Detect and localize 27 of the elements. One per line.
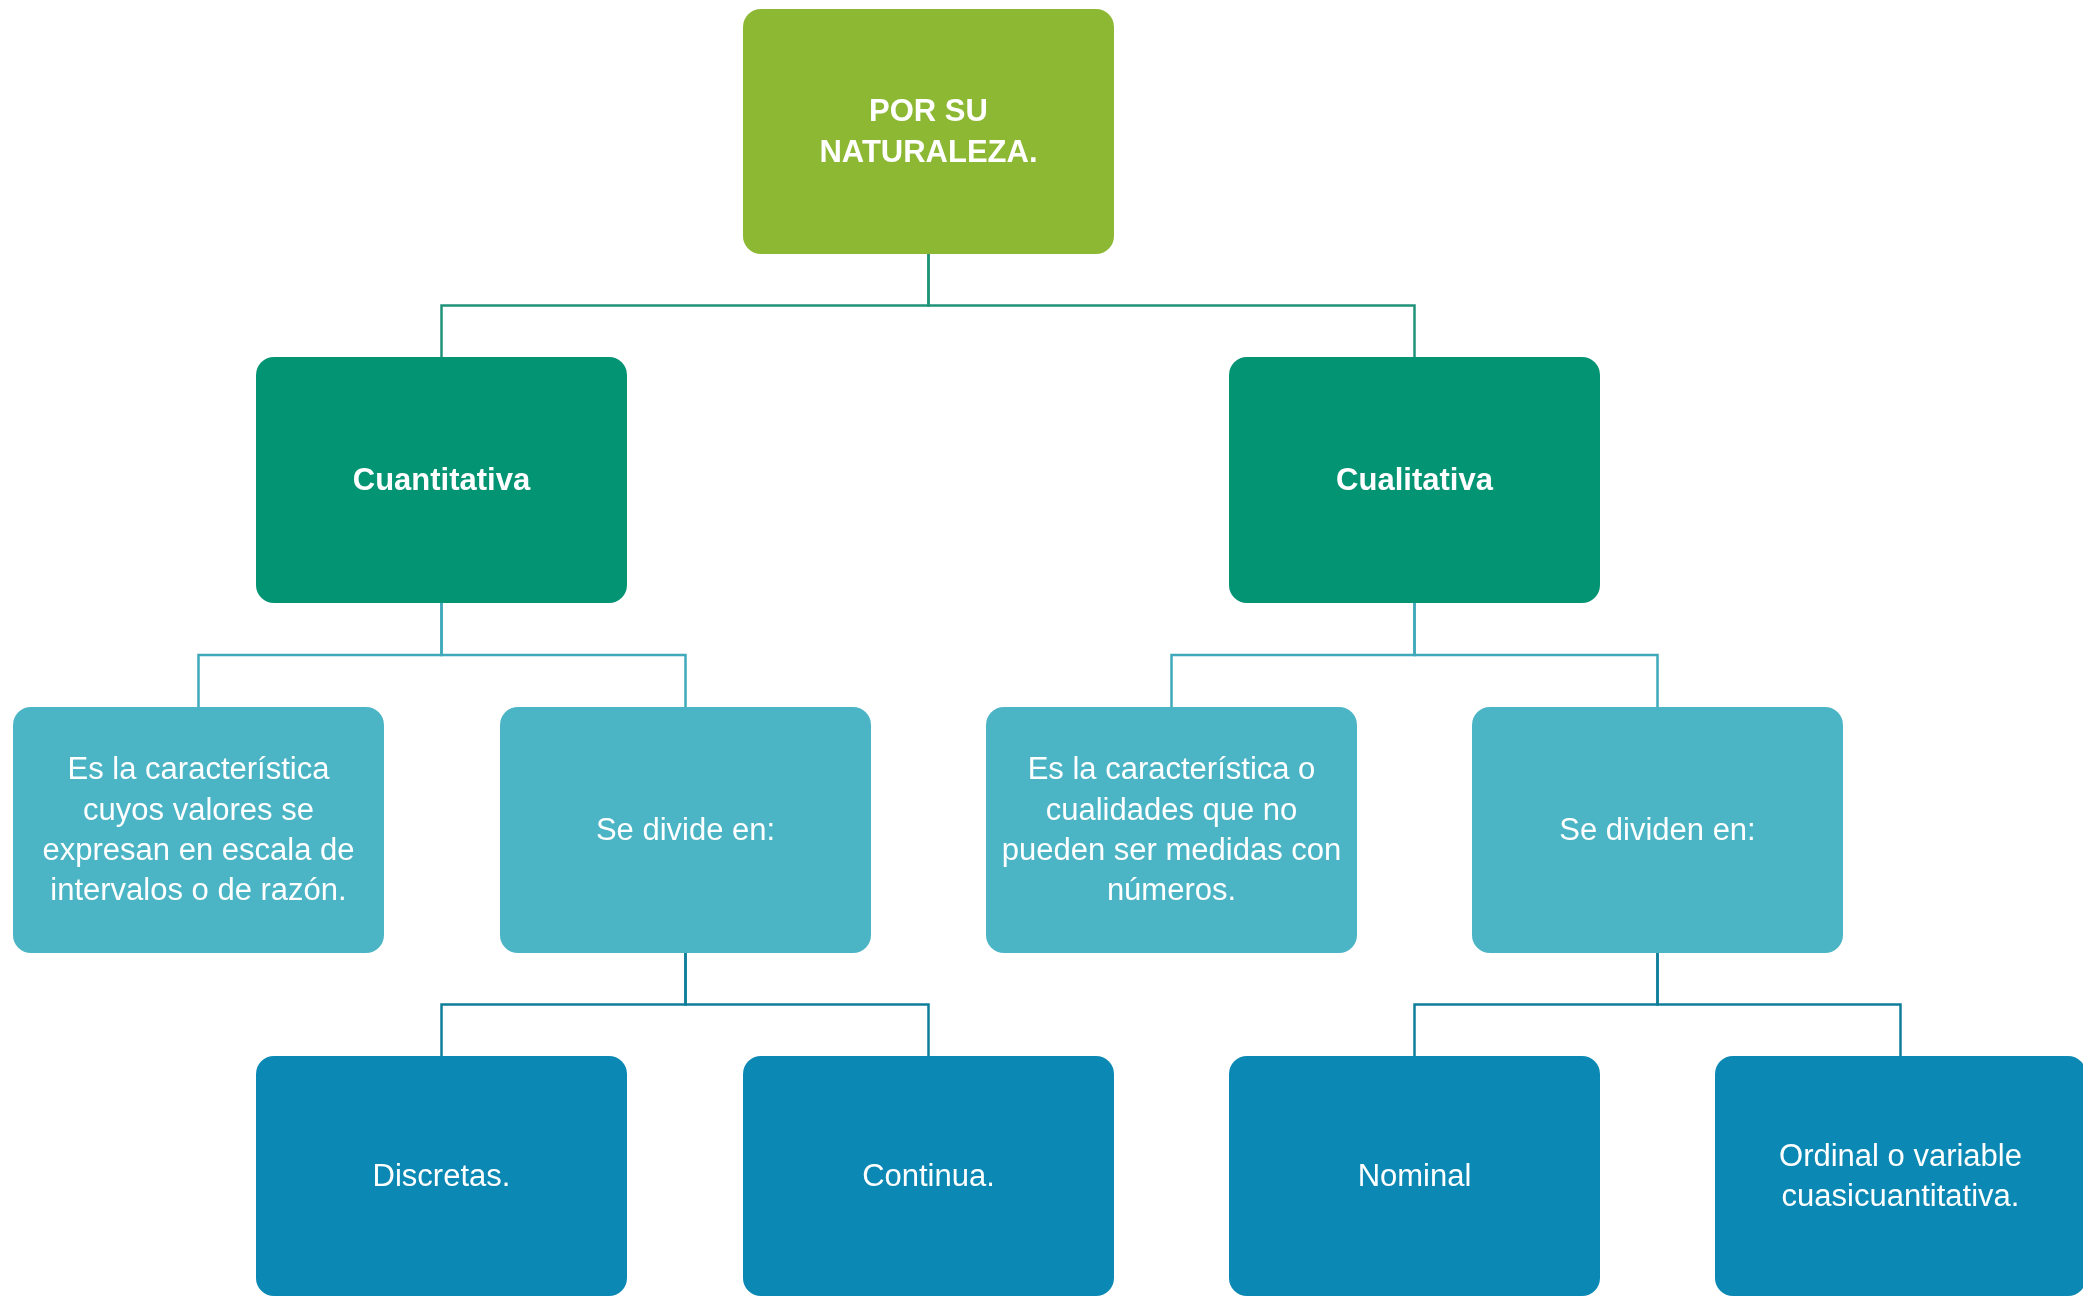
node-text: Discretas. (372, 1156, 511, 1195)
node-text: Se divide en: (595, 810, 776, 849)
category-box (1229, 357, 1600, 603)
connector-line (684, 953, 930, 1056)
node-text: Se dividen en: (1559, 810, 1756, 849)
node-text: Es la característica o cualidades que no pueden ser medidas con números. (1000, 750, 1343, 910)
category-box (500, 707, 871, 953)
category-box (986, 707, 1357, 953)
category-box (743, 9, 1114, 254)
category-box (256, 1056, 627, 1296)
connector-line (1413, 603, 1659, 707)
connector-line (440, 603, 687, 707)
category-box (13, 707, 384, 953)
node-text: Continua. (862, 1156, 995, 1195)
connector-line (1656, 953, 1902, 1056)
node-text: Cualitativa (1336, 460, 1493, 499)
node-text: Cuantitativa (352, 460, 531, 499)
category-box (743, 1056, 1114, 1296)
category-box (1472, 707, 1843, 953)
connector-line (927, 254, 1416, 357)
category-box (1229, 1056, 1600, 1296)
category-box (256, 357, 627, 603)
category-box (1715, 1056, 2083, 1296)
node-text: Ordinal o variable cuasicuantitativa. (1778, 1136, 2023, 1215)
node-text: Es la característica cuyos valores se expresan en escala de intervalos o de razón. (41, 750, 356, 910)
node-text: POR SU NATURALEZA. (818, 92, 1039, 171)
node-text: Nominal (1357, 1156, 1472, 1195)
